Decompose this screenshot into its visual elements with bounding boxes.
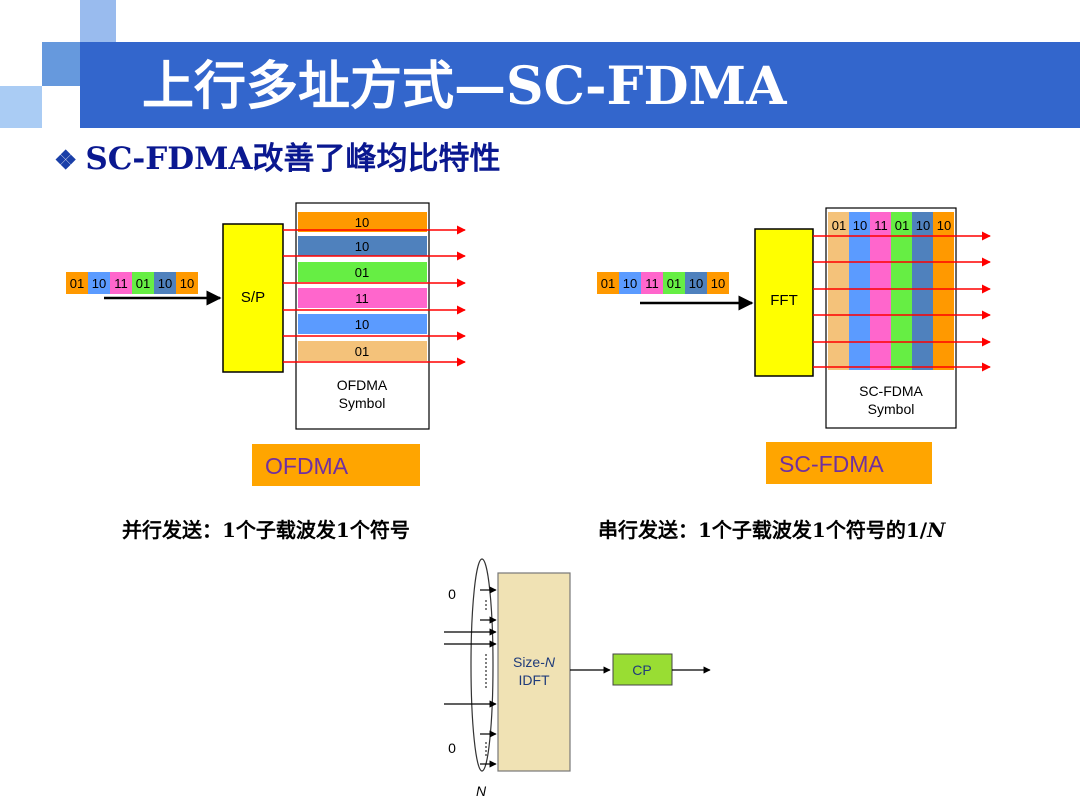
bit-cell [132,272,154,294]
bit-cell [110,272,132,294]
subcarrier-label: 10 [355,215,369,230]
symbol-bit-label: 10 [916,218,930,233]
bit-label: 11 [114,276,128,291]
scfdma-tag-label: SC-FDMA [779,451,884,477]
symbol-column [933,212,954,370]
title-bar [80,42,1080,128]
idft-label: Size-N [513,654,556,670]
bit-cell [685,272,707,294]
subcarrier-band [298,314,427,334]
idft-block [497,572,571,772]
idft-diagram: 0 0 Size-N IDFT CP N [444,558,711,799]
subcarrier-label: 11 [355,291,369,306]
bit-cell [66,272,88,294]
symbol-bit-label: 01 [832,218,846,233]
bit-label: 10 [711,276,725,291]
scfdma-caption: 串行发送：1个子载波发1个符号的1/N [598,514,945,543]
subcarrier-band [298,288,427,308]
scfdma-diagram: 01 10 11 01 10 10 FFT 01 10 11 01 10 10 … [597,207,991,484]
diamond-bullet-icon: ❖ [54,146,78,176]
fft-block [754,228,814,377]
bit-label: 10 [180,276,194,291]
bit-label: 10 [158,276,172,291]
scfdma-caption-n: N [927,518,946,542]
sp-label: S/P [241,289,265,306]
symbol-column [891,212,912,370]
subcarrier-label: 01 [355,265,369,280]
ofdma-diagram: 01 10 11 01 10 10 S/P 10 10 01 11 10 01 … [66,202,466,486]
ofdma-symbol-label: Symbol [339,395,386,411]
subcarrier-label: 01 [355,344,369,359]
scfdma-tag [766,442,932,484]
bit-cell [154,272,176,294]
idft-size-label: Size- [513,654,545,670]
zero-label-top: 0 [448,586,456,602]
subcarrier-label: 10 [355,239,369,254]
bit-label: 01 [136,276,150,291]
idft-label-2: IDFT [518,672,550,688]
ofdma-tag [252,444,420,486]
ofdma-caption: 并行发送：1个子载波发1个符号 [122,518,410,542]
scfdma-caption-text: 串行发送：1个子载波发1个符号的1/ [598,518,928,542]
bit-label: 11 [645,276,659,291]
bit-cell [641,272,663,294]
bit-label: 01 [667,276,681,291]
page-title: 上行多址方式—SC-FDMA [142,56,787,117]
symbol-bit-label: 11 [874,218,888,233]
bit-cell [619,272,641,294]
bit-cell [88,272,110,294]
symbol-column [828,212,849,370]
idft-n-label: N [545,654,556,670]
bit-label: 10 [689,276,703,291]
symbol-column [870,212,891,370]
subtitle-text: SC-FDMA改善了峰均比特性 [85,141,501,177]
bit-label: 01 [601,276,615,291]
scfdma-symbol-label: Symbol [868,401,915,417]
input-group-ellipse [470,558,494,772]
ofdma-input-bits: 01 10 11 01 10 10 [66,272,198,294]
bit-cell [707,272,729,294]
decor-square-mid [42,42,80,86]
n-label: N [476,783,487,799]
subtitle: ❖SC-FDMA改善了峰均比特性 [54,137,501,181]
decor-square-top [80,0,116,42]
symbol-column [912,212,933,370]
symbol-bit-label: 10 [937,218,951,233]
subcarrier-band [298,212,427,232]
fft-label: FFT [770,292,798,309]
bit-cell [597,272,619,294]
bit-label: 10 [92,276,106,291]
cp-block [612,653,673,686]
ofdma-symbol-label: OFDMA [337,377,388,393]
subcarrier-band [298,262,427,282]
scfdma-input-bits: 01 10 11 01 10 10 [597,272,729,294]
scfdma-columns [828,212,954,370]
symbol-bit-label: 01 [895,218,909,233]
decor-square-left [0,86,42,128]
symbol-column [849,212,870,370]
subcarrier-band [298,341,427,361]
sp-block [222,223,284,373]
bit-cell [176,272,198,294]
bit-cell [663,272,685,294]
zero-label-bottom: 0 [448,740,456,756]
subcarrier-band [298,236,427,256]
scfdma-symbol-label: SC-FDMA [859,383,923,399]
symbol-bit-label: 10 [853,218,867,233]
subcarrier-label: 10 [355,317,369,332]
cp-label: CP [632,662,651,678]
bit-label: 10 [623,276,637,291]
bit-label: 01 [70,276,84,291]
ofdma-tag-label: OFDMA [265,453,349,479]
